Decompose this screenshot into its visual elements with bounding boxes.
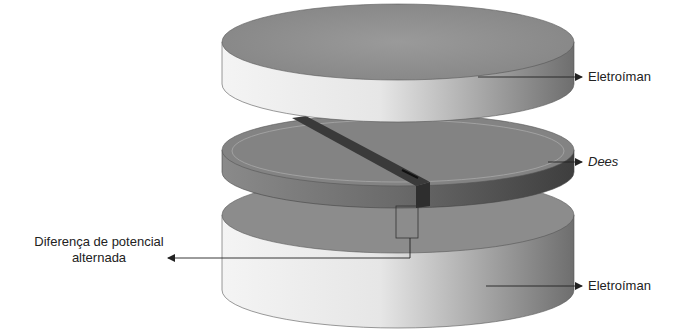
dees-gap-side [416,182,430,208]
leader-line [548,162,582,163]
source-label: Diferença de potencial alternada [34,234,164,265]
part-label: Eletroíman [588,69,651,85]
part-label: Dees [588,154,618,170]
connector-box [396,206,418,238]
dees-gap [292,116,430,186]
leader-line [168,238,410,258]
top-magnet-top [222,4,574,80]
particle-path [402,170,418,178]
leader-line [478,77,582,78]
dees-top [222,114,574,186]
part-label: Eletroíman [588,278,651,294]
leader-line [486,286,582,287]
